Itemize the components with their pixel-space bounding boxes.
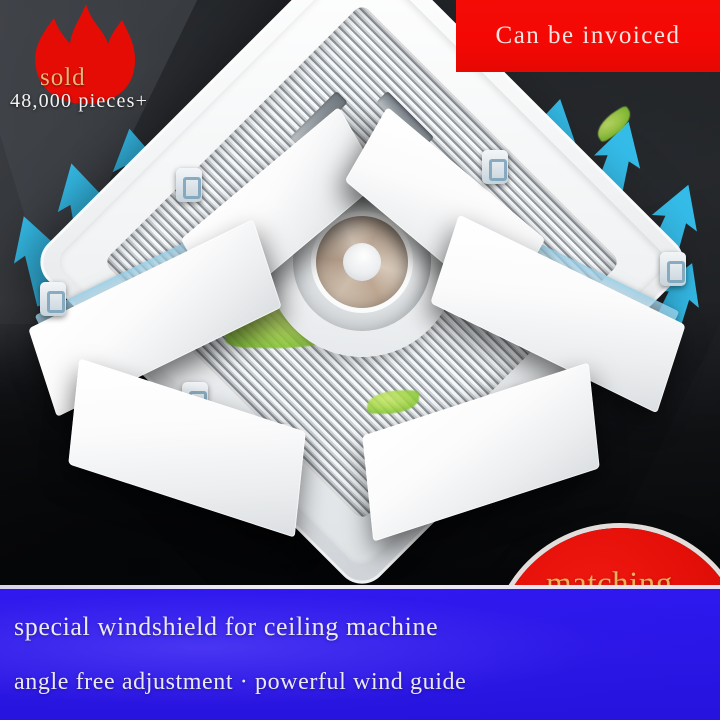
sold-label: sold — [40, 64, 86, 91]
band-glow — [0, 589, 720, 720]
caption-line-primary: special windshield for ceiling machine — [14, 612, 439, 641]
invoice-banner: Can be invoiced — [456, 0, 720, 72]
panel-clip — [482, 150, 508, 184]
sold-badge: sold 48,000 pieces+ — [8, 0, 198, 128]
panel-clip — [176, 168, 202, 202]
bottom-caption-band: special windshield for ceiling machine a… — [0, 589, 720, 720]
flame-icon — [35, 4, 136, 104]
invoice-banner-label: Can be invoiced — [495, 22, 681, 49]
band-divider — [0, 585, 720, 589]
caption-line-secondary: angle free adjustment · powerful wind gu… — [14, 669, 467, 695]
panel-clip — [660, 252, 686, 286]
sold-quantity-label: 48,000 pieces+ — [10, 90, 149, 112]
panel-clip — [40, 282, 66, 316]
